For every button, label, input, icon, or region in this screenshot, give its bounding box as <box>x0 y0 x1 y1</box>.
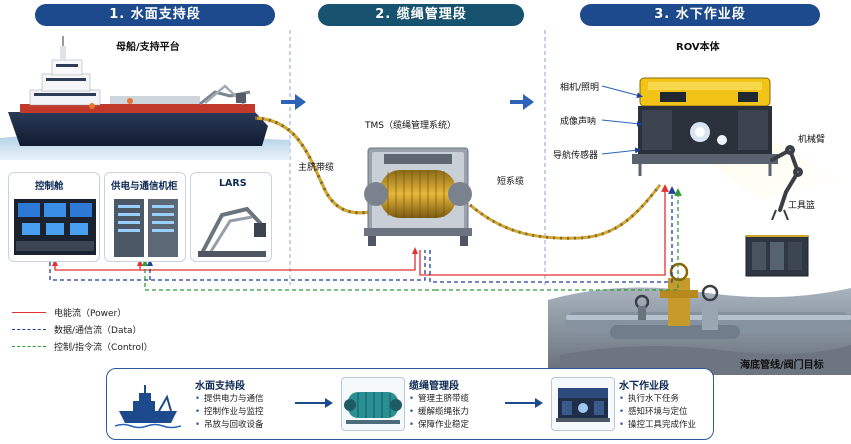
list-item: 提供电力与通信 <box>195 393 264 406</box>
short-tether-label: 短系缆 <box>497 177 525 187</box>
list-item: 操控工具完成作业 <box>619 419 696 432</box>
platform-label: 母船/支持平台 <box>116 42 180 53</box>
legend-power-label: 电能流（Power） <box>54 309 127 319</box>
callout-nav: 导航传感器 <box>553 151 599 161</box>
seabed-target-label: 海底管线/阀门目标 <box>740 360 824 371</box>
arm-label: 机械臂 <box>798 135 826 145</box>
stage-arrow-1 <box>281 94 306 110</box>
card-lars: LARS <box>190 172 272 262</box>
rov-body <box>632 77 778 176</box>
manipulator-arm <box>770 145 803 212</box>
summary-arrow-1 <box>295 398 333 408</box>
tms-label: TMS（缆绳管理系统） <box>365 121 456 131</box>
tool-basket-label: 工具篮 <box>788 201 816 211</box>
list-item: 保障作业稳定 <box>409 419 469 432</box>
tms-unit <box>364 147 472 246</box>
callout-sonar: 成像声呐 <box>560 117 597 127</box>
tms-icon-frame <box>341 377 405 431</box>
ship-icon <box>115 385 181 429</box>
list-item: 执行水下任务 <box>619 393 696 406</box>
legend: 电能流（Power） 数据/通信流（Data） 控制/指令流（Control） <box>12 306 212 354</box>
tms-icon <box>344 392 402 424</box>
rov-icon-frame <box>551 377 615 431</box>
seabed-scene <box>548 262 851 375</box>
control-flow <box>144 188 682 291</box>
summary-underwater-title: 水下作业段 <box>619 381 669 392</box>
card-power-comm-cabinet: 供电与通信机柜 <box>104 172 186 262</box>
tool-basket <box>745 235 809 277</box>
stage-banner-tether: 2. 缆绳管理段 <box>318 4 524 26</box>
callout-camera: 相机/照明 <box>560 83 600 93</box>
legend-control-label: 控制/指令流（Control） <box>54 343 153 353</box>
list-item: 管理主脐带缆 <box>409 393 469 406</box>
rov-label: ROV本体 <box>676 42 720 53</box>
summary-surface-title: 水面支持段 <box>195 381 245 392</box>
rov-icon <box>556 388 610 422</box>
summary-panel: 水面支持段 提供电力与通信 控制作业与监控 吊放与回收设备 缆绳管理段 管理主脐… <box>106 368 714 440</box>
stage-arrow-2 <box>510 94 534 110</box>
list-item: 控制作业与监控 <box>195 406 264 419</box>
stage-banner-surface: 1. 水面支持段 <box>35 4 275 26</box>
arm-gripper <box>771 209 789 221</box>
umbilical-label: 主脐带缆 <box>298 163 335 173</box>
summary-surface-list: 提供电力与通信 控制作业与监控 吊放与回收设备 <box>195 393 264 432</box>
list-item: 感知环境与定位 <box>619 406 696 419</box>
card-control-room: 控制舱 <box>8 172 100 262</box>
legend-data-label: 数据/通信流（Data） <box>54 326 142 336</box>
summary-tether-list: 管理主脐带缆 缓解缆绳张力 保障作业稳定 <box>409 393 469 432</box>
card-title: 控制舱 <box>35 181 64 192</box>
rov-callout-lines <box>601 85 643 155</box>
short-tether <box>469 184 662 240</box>
summary-tether-title: 缆绳管理段 <box>409 381 459 392</box>
control-room-icon <box>14 199 96 255</box>
card-title: LARS <box>219 178 247 189</box>
support-ship <box>8 36 268 146</box>
lars-icon <box>198 206 266 257</box>
summary-underwater-list: 执行水下任务 感知环境与定位 操控工具完成作业 <box>619 393 696 432</box>
list-item: 缓解缆绳张力 <box>409 406 469 419</box>
list-item: 吊放与回收设备 <box>195 419 264 432</box>
cabinet-icon <box>114 199 178 257</box>
legend-data-swatch <box>12 329 46 330</box>
card-title: 供电与通信机柜 <box>111 181 178 192</box>
summary-arrow-2 <box>505 398 543 408</box>
stage-banner-underwater: 3. 水下作业段 <box>580 4 820 26</box>
legend-control-swatch <box>12 346 46 347</box>
